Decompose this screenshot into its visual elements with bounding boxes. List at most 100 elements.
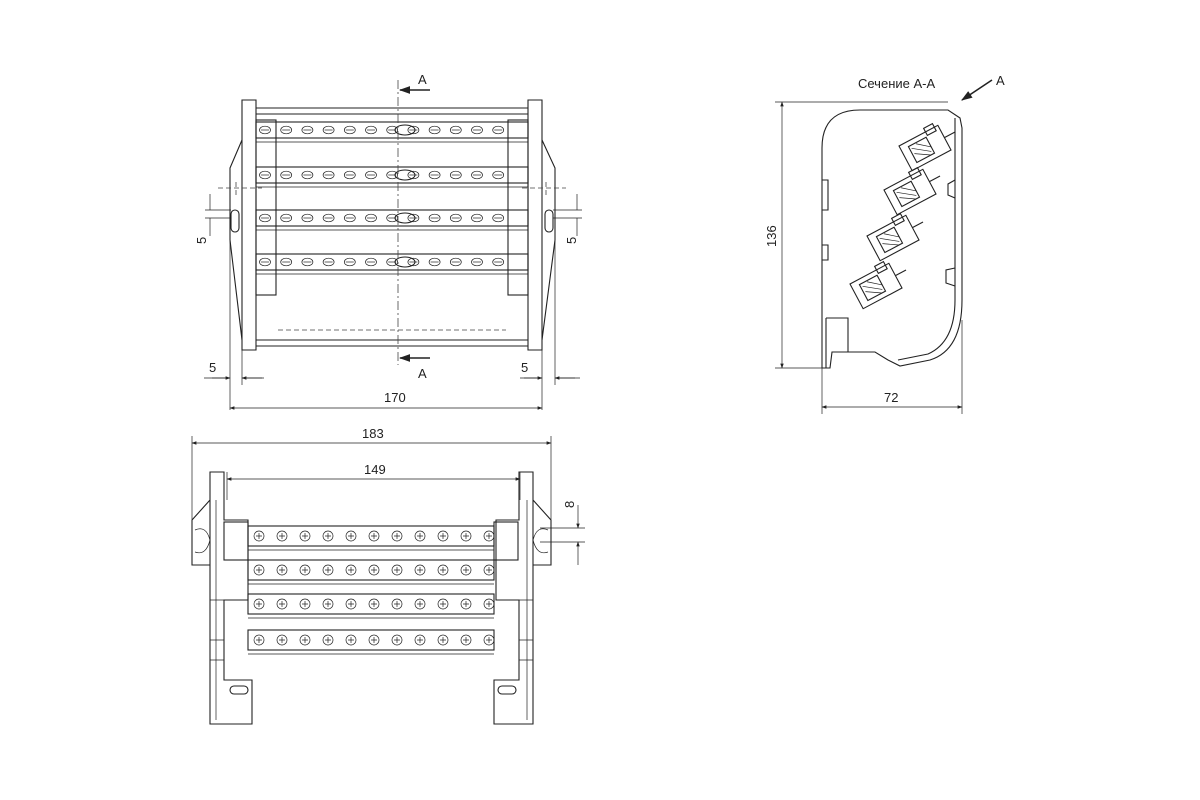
top-terminal-hole — [407, 125, 420, 135]
dimension-edge-right-lines — [520, 240, 580, 410]
front-screw-slot — [417, 601, 423, 607]
dimension-edge-right: 5 — [521, 360, 528, 375]
section-view: Сечение А-А А 136 72 — [764, 73, 1005, 414]
top-terminal-hole — [492, 257, 505, 267]
top-terminal-hole — [428, 257, 441, 267]
front-screw-head — [391, 598, 403, 610]
front-screw-head — [253, 564, 265, 576]
front-screw-slot — [394, 533, 400, 539]
section-terminal-bar — [929, 175, 941, 183]
front-screw-slot — [463, 601, 469, 607]
section-terminal — [849, 260, 907, 310]
front-screw-head — [368, 634, 380, 646]
front-screw-slot — [348, 637, 354, 643]
section-inner-wall — [897, 118, 956, 361]
front-screw-slot — [371, 533, 377, 539]
top-view-right-outer-contour — [541, 139, 556, 341]
top-bus-bar — [255, 121, 529, 139]
front-screw-slot — [302, 601, 308, 607]
top-terminal-hole — [407, 257, 420, 267]
front-view-side-details — [194, 500, 549, 720]
front-screw-slot — [279, 637, 285, 643]
front-screw-head — [299, 634, 311, 646]
front-screw-head — [345, 564, 357, 576]
dimension-rail: 149 — [364, 462, 386, 477]
top-view: А А 5 5 5 5 170 — [194, 72, 582, 410]
top-terminal-hole — [386, 170, 399, 180]
top-terminal-hole — [365, 125, 377, 135]
front-screw-slot — [256, 567, 262, 573]
section-terminal-bar — [912, 221, 924, 229]
dimension-overall: 183 — [362, 426, 384, 441]
top-view-left-flange — [241, 99, 257, 351]
front-view-bus-bars — [223, 521, 519, 655]
top-terminal-hole — [322, 125, 335, 135]
top-terminal-hole — [492, 170, 505, 180]
top-center-hole — [394, 124, 416, 136]
top-terminal-hole — [301, 170, 314, 180]
front-screw-slot — [440, 533, 446, 539]
top-terminal-hole — [428, 170, 441, 180]
top-view-cut-letter-top: А — [418, 72, 427, 87]
top-terminal-hole — [471, 213, 483, 223]
front-screw-slot — [417, 533, 423, 539]
front-screw-slot — [371, 567, 377, 573]
section-terminal-hatch — [911, 143, 932, 156]
top-terminal-hole — [407, 170, 420, 180]
top-terminal-hole — [428, 125, 441, 135]
top-terminal-hole — [449, 125, 462, 135]
dimension-height: 136 — [764, 225, 779, 247]
front-screw-slot — [348, 567, 354, 573]
front-screw-slot — [279, 601, 285, 607]
top-terminal-hole — [407, 213, 420, 223]
front-screw-slot — [463, 533, 469, 539]
section-title: Сечение А-А — [858, 76, 935, 91]
top-bus-bar — [255, 166, 529, 184]
front-view: 183 149 8 — [191, 426, 585, 725]
top-terminal-hole — [280, 213, 293, 223]
front-screw-slot — [302, 637, 308, 643]
top-view-hidden-lines — [218, 182, 566, 331]
front-screw-head — [368, 530, 380, 542]
top-center-hole — [394, 212, 416, 224]
top-terminal-hole — [322, 213, 335, 223]
front-screw-head — [414, 564, 426, 576]
front-screw-head — [368, 564, 380, 576]
front-screw-head — [483, 598, 495, 610]
top-terminal-hole — [428, 213, 441, 223]
top-terminal-hole — [259, 257, 271, 267]
section-terminal-screw — [922, 122, 937, 137]
front-right-cap — [493, 521, 519, 561]
dimension-edge-left: 5 — [209, 360, 216, 375]
dimension-hole-right-lines — [553, 194, 582, 236]
top-terminal-hole — [492, 213, 505, 223]
top-terminal-hole — [386, 125, 399, 135]
section-terminal — [883, 166, 941, 216]
top-terminal-hole — [471, 125, 483, 135]
front-screw-head — [437, 530, 449, 542]
top-view-right-post — [507, 119, 529, 296]
front-view-left-slot — [229, 685, 249, 695]
front-screw-slot — [325, 637, 331, 643]
top-terminal-hole — [280, 170, 293, 180]
front-left-cap — [223, 521, 249, 561]
front-screw-head — [460, 564, 472, 576]
dimension-width: 170 — [384, 390, 406, 405]
top-bus-bar — [255, 253, 529, 271]
top-view-left-outer-contour — [229, 139, 243, 341]
front-screw-slot — [394, 637, 400, 643]
front-screw-slot — [440, 637, 446, 643]
top-terminal-hole — [343, 257, 356, 267]
top-view-right-mounting-slot — [544, 209, 554, 233]
front-screw-head — [345, 634, 357, 646]
front-screw-slot — [440, 567, 446, 573]
front-screw-head — [483, 564, 495, 576]
front-screw-slot — [325, 567, 331, 573]
section-body-outline — [821, 109, 963, 369]
front-screw-slot — [371, 637, 377, 643]
section-terminal-hatch — [879, 233, 900, 246]
section-terminal — [898, 122, 956, 172]
front-screw-head — [253, 530, 265, 542]
front-view-right-slot — [497, 685, 517, 695]
